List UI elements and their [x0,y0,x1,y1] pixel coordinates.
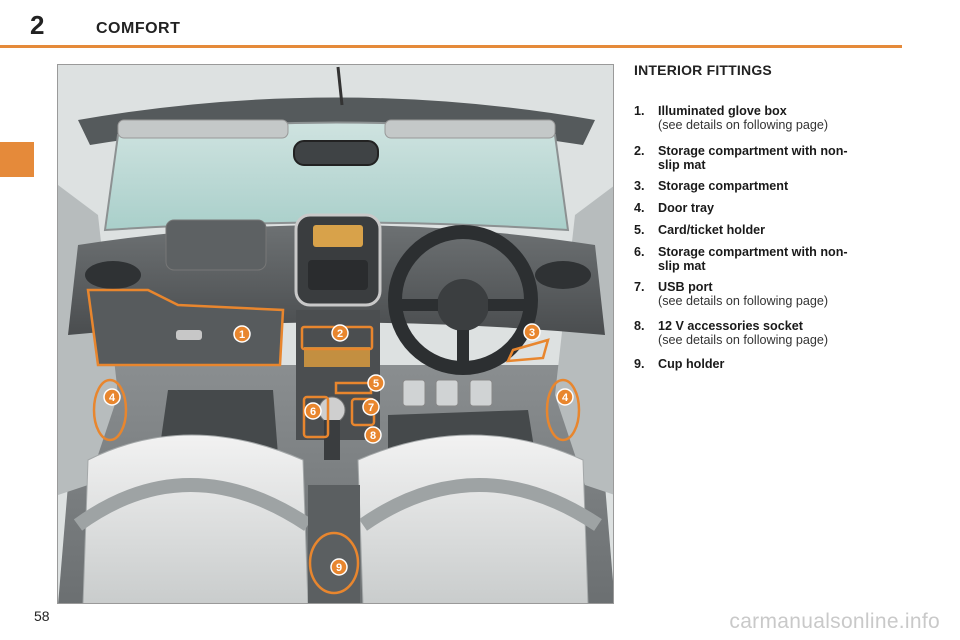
item-label: Door tray [658,201,714,215]
header-rule [0,45,902,48]
list-item: 3. Storage compartment [634,179,894,193]
item-number: 8. [634,319,645,333]
item-label: Illuminated glove box [658,104,787,118]
list-item: 4. Door tray [634,201,894,215]
list-item: 2. Storage compartment with non-slip mat [634,144,894,172]
callout-4-left: 4 [103,388,121,406]
svg-text:3: 3 [529,327,535,339]
callout-2: 2 [331,324,349,342]
item-number: 3. [634,179,645,193]
list-item: 8. 12 V accessories socket (see details … [634,319,894,347]
svg-text:8: 8 [370,430,376,442]
item-number: 5. [634,223,645,237]
svg-text:4: 4 [109,392,116,404]
page-number: 58 [34,608,50,624]
callout-9: 9 [330,558,348,576]
item-detail: (see details on following page) [658,118,829,132]
chapter-title: COMFORT [96,20,181,37]
section-title: INTERIOR FITTINGS [634,62,772,78]
item-number: 7. [634,280,645,294]
svg-text:6: 6 [310,406,316,418]
chapter-side-tab [0,142,34,177]
svg-text:7: 7 [368,402,374,414]
item-number: 4. [634,201,645,215]
list-item: 6. Storage compartment with non-slip mat [634,245,894,273]
item-label: Cup holder [658,357,725,371]
svg-text:5: 5 [373,378,379,390]
item-label: 12 V accessories socket [658,319,803,333]
item-label: Storage compartment with non-slip mat [658,245,848,273]
callout-4-right: 4 [556,388,574,406]
list-item: 9. Cup holder [634,357,894,371]
callout-8: 8 [364,426,382,444]
list-item: 5. Card/ticket holder [634,223,894,237]
callout-3: 3 [523,323,541,341]
item-number: 6. [634,245,645,259]
chapter-number: 2 [30,10,45,40]
item-label: Card/ticket holder [658,223,766,237]
item-label: Storage compartment with non-slip mat [658,144,848,172]
item-detail: (see details on following page) [658,294,829,308]
svg-text:9: 9 [336,562,342,574]
svg-text:1: 1 [239,329,245,341]
item-label: Storage compartment [658,179,789,193]
interior-drawing: 1 2 3 4 4 5 6 [58,65,613,603]
callout-7: 7 [362,398,380,416]
svg-text:2: 2 [337,328,343,340]
callout-5: 5 [367,374,385,392]
item-number: 2. [634,144,645,158]
list-item: 1. Illuminated glove box (see details on… [634,104,894,132]
callout-1: 1 [233,325,251,343]
item-number: 9. [634,357,645,371]
svg-text:4: 4 [562,392,569,404]
item-number: 1. [634,104,645,118]
interior-illustration: 1 2 3 4 4 5 6 [57,64,614,604]
list-item: 7. USB port (see details on following pa… [634,280,894,308]
callout-6: 6 [304,402,322,420]
item-label: USB port [658,280,713,294]
watermark: carmanualsonline.info [729,610,940,633]
item-detail: (see details on following page) [658,333,829,347]
